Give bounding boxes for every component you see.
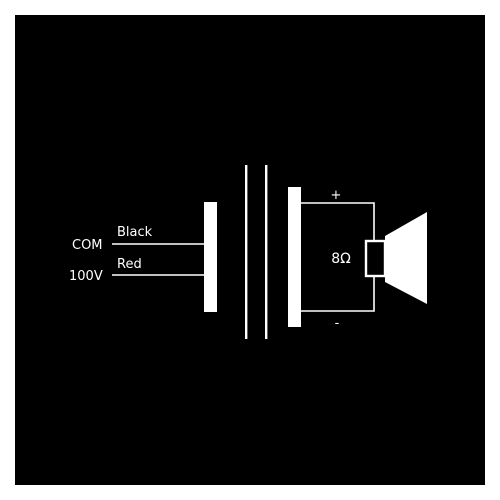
negative-wire <box>301 276 375 312</box>
primary-coil <box>204 202 217 312</box>
secondary-coil <box>288 187 301 327</box>
core-line-left <box>245 165 248 339</box>
speaker-icon <box>364 212 427 304</box>
negative-marker: - <box>335 316 340 331</box>
speaker-cone <box>385 212 427 304</box>
red-wire-label: Red <box>117 257 142 272</box>
core-line-right <box>265 165 268 339</box>
black-wire-label: Black <box>117 225 153 240</box>
positive-marker: + <box>331 188 342 203</box>
100v-terminal-label: 100V <box>69 269 103 284</box>
impedance-label: 8Ω <box>331 251 351 267</box>
com-terminal-label: COM <box>72 238 103 253</box>
positive-wire <box>301 202 375 241</box>
